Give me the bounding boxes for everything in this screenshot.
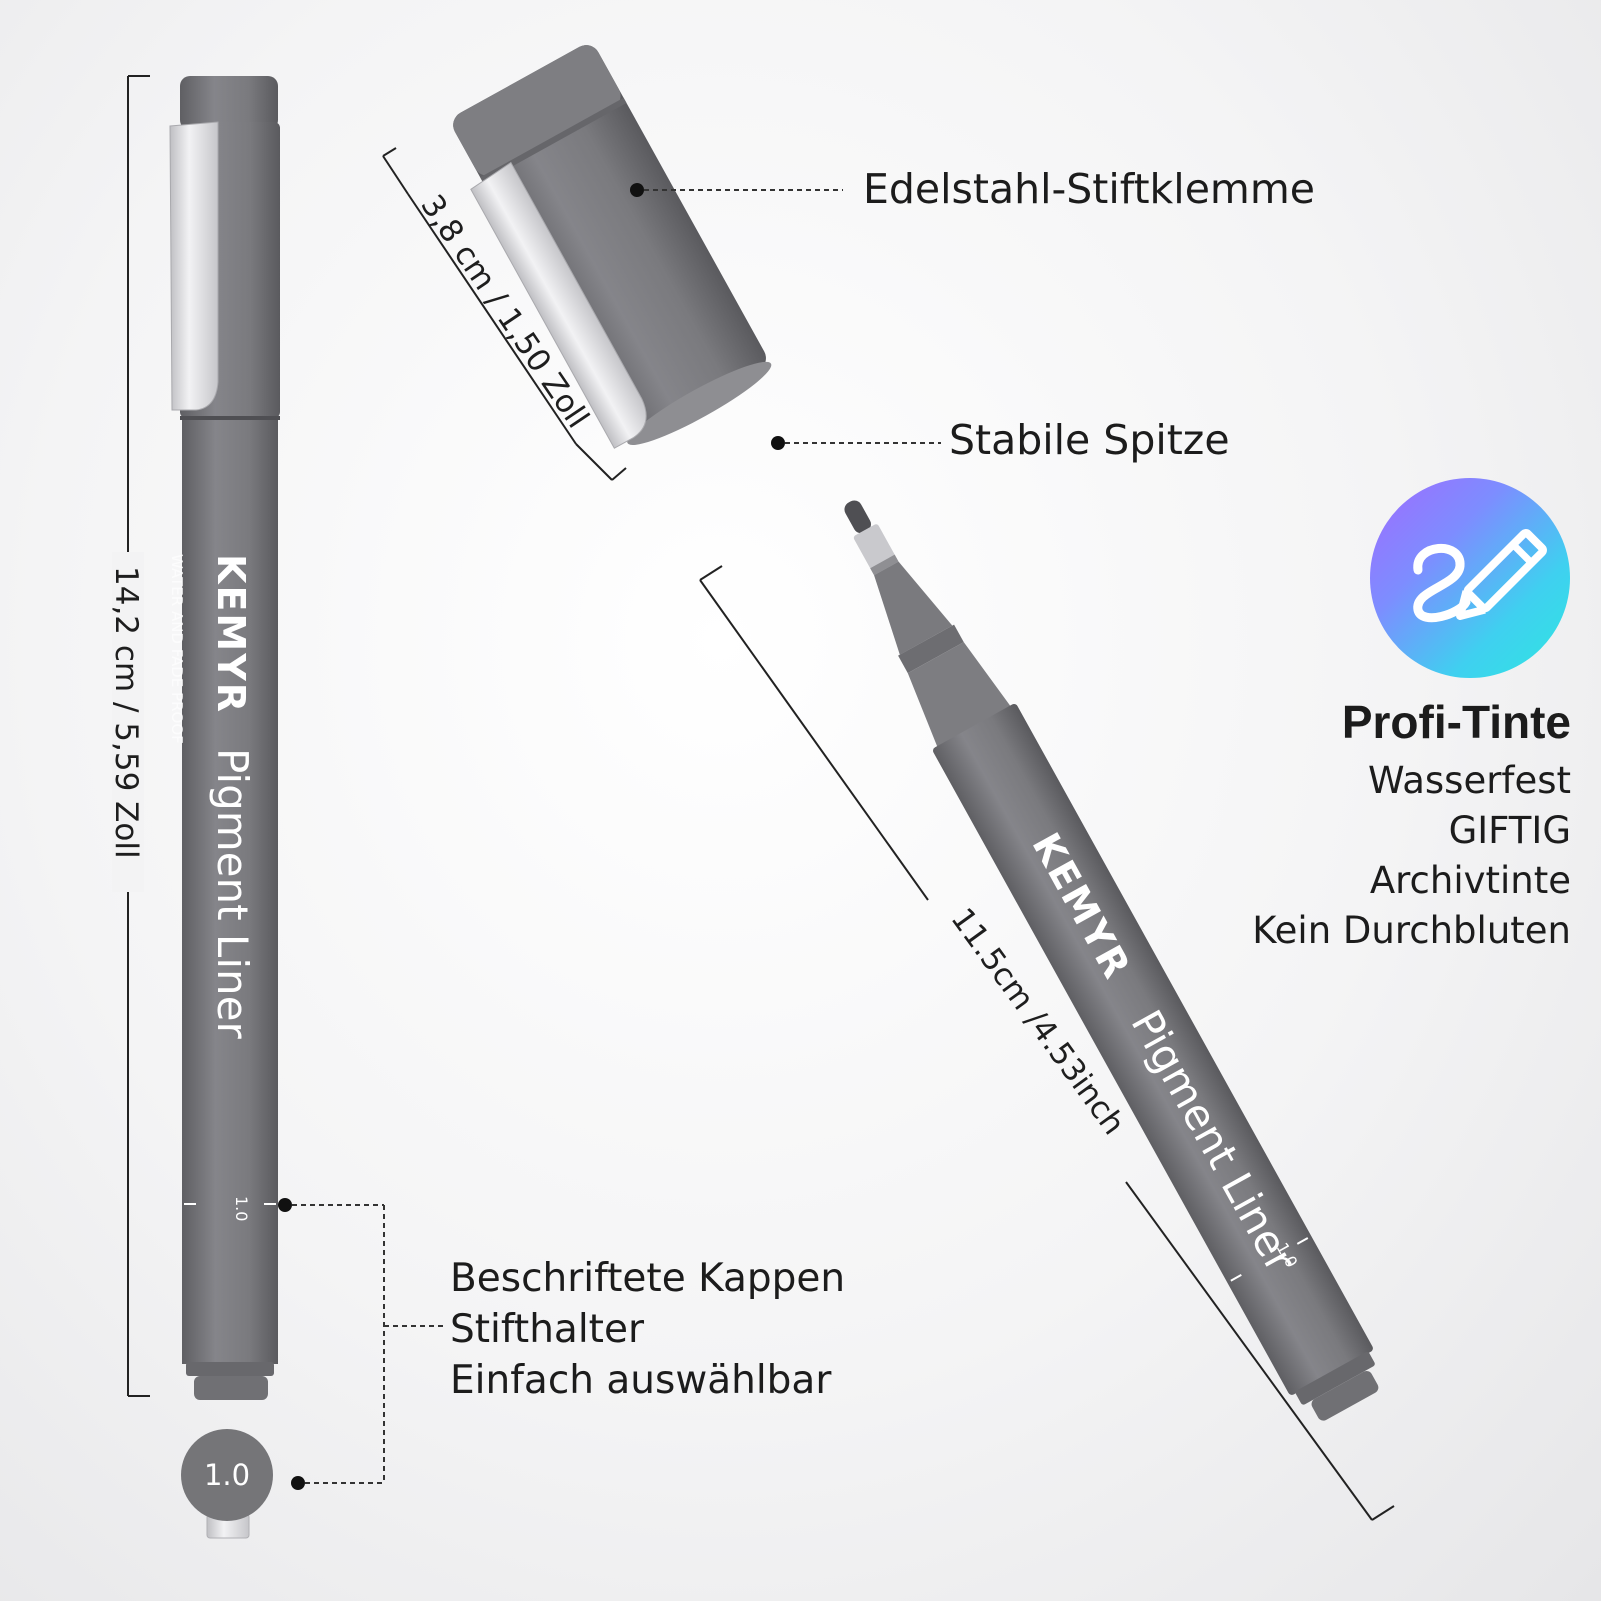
cap-clip-icon	[470, 161, 647, 449]
tip-callout-label: Stabile Spitze	[949, 416, 1230, 464]
full-pen: KEMYR Pigment Liner WATER AND FADE PROOF…	[168, 76, 280, 1400]
pen-writing-icon	[1413, 529, 1547, 623]
ink-badge	[1370, 478, 1570, 678]
pen-length-dimension: 14,2 cm / 5,59 Zoll	[108, 75, 150, 1397]
ink-title: Profi-Tinte	[1341, 696, 1571, 748]
ink-feature: Archivtinte	[1369, 859, 1571, 902]
caps-callout: Beschriftete Kappen Stifthalter Einfach …	[450, 1253, 845, 1406]
ink-feature: GIFTIG	[1448, 809, 1571, 852]
full-pen-size-mark: 1.0	[232, 1196, 251, 1221]
pen-length-label: 14,2 cm / 5,59 Zoll	[108, 566, 144, 859]
loose-cap	[453, 45, 772, 449]
ink-features: Profi-Tinte Wasserfest GIFTIG Archivtint…	[1252, 694, 1571, 956]
caps-callout-line: Einfach auswählbar	[450, 1358, 832, 1403]
size-badge: 1.0	[181, 1429, 273, 1521]
full-pen-brand: KEMYR	[209, 554, 253, 714]
full-pen-product: Pigment Liner	[208, 748, 257, 1039]
clip-callout-label: Edelstahl-Stiftklemme	[863, 165, 1316, 213]
clip-icon	[169, 121, 219, 411]
callout-lines	[278, 183, 941, 1490]
caps-callout-line: Stifthalter	[450, 1307, 644, 1352]
full-pen-tagline: WATER AND FADE PROOF	[168, 554, 186, 744]
caps-callout-line: Beschriftete Kappen	[450, 1256, 846, 1301]
ink-feature: Kein Durchbluten	[1252, 909, 1571, 952]
ink-feature: Wasserfest	[1368, 759, 1571, 802]
